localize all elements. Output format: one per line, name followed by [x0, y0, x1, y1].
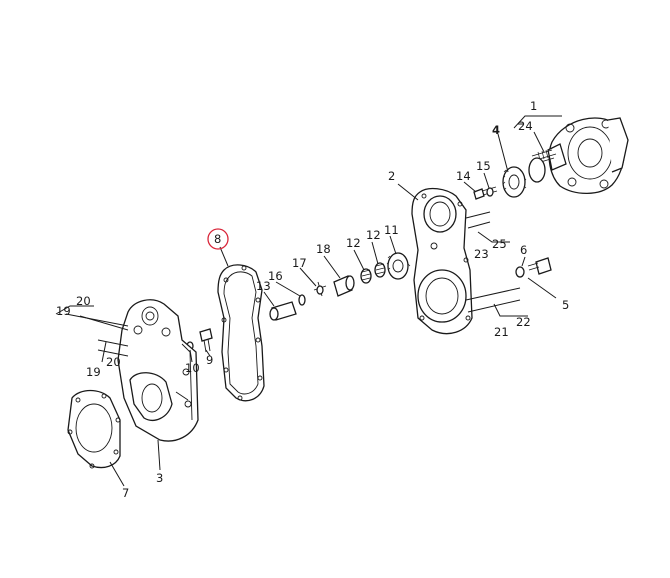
callout-24: 24 [518, 119, 533, 133]
callout-19-upper: 19 [56, 304, 71, 318]
intermediate-plate-part-2 [411, 187, 473, 335]
callout-25: 25 [492, 237, 507, 251]
callout-5: 5 [562, 298, 569, 312]
callout-12-b: 12 [366, 228, 381, 242]
cylinder-part-18 [333, 275, 355, 297]
leader-lines [55, 115, 562, 487]
callout-1: 1 [530, 99, 537, 113]
callout-7: 7 [122, 486, 129, 500]
callout-18: 18 [316, 242, 331, 256]
callout-13: 13 [256, 279, 271, 293]
callout-4: 4 [492, 123, 500, 137]
callout-9: 9 [206, 353, 213, 367]
washer-part-15 [486, 187, 494, 197]
gasket-part-8 [217, 264, 265, 402]
washer-part-6 [515, 266, 525, 278]
callout-23: 23 [474, 247, 489, 261]
o-ring-part-24 [528, 157, 546, 183]
housing-part-3 [117, 299, 199, 442]
callout-8: 8 [214, 232, 221, 246]
pin-part-17 [313, 281, 327, 297]
gear-part-4 [502, 166, 527, 198]
o-ring-part-16 [298, 294, 306, 306]
bolt-part-5 [527, 257, 552, 275]
callout-11: 11 [384, 223, 399, 237]
bolt-part-9 [199, 328, 213, 353]
callout-6: 6 [520, 243, 527, 257]
pump-assembly-part-1 [531, 117, 629, 195]
plug-part-13 [269, 301, 297, 321]
bolt-part-14 [473, 186, 498, 200]
end-gasket-part-7 [67, 389, 121, 469]
callout-15: 15 [476, 159, 491, 173]
callout-17: 17 [292, 256, 307, 270]
callout-14: 14 [456, 169, 471, 183]
callout-20-lower: 20 [106, 355, 121, 369]
callout-12-a: 12 [346, 236, 361, 250]
callout-labels: 1 24 4 15 14 2 25 23 6 5 21 22 8 18 12 1… [56, 99, 569, 500]
spring-part-12 [360, 262, 386, 284]
highlight-circle [207, 228, 229, 250]
callout-3: 3 [156, 471, 163, 485]
gear-part-11 [386, 252, 411, 280]
callout-2: 2 [388, 169, 395, 183]
callout-22: 22 [516, 315, 531, 329]
callout-10: 10 [185, 361, 200, 375]
callout-16: 16 [268, 269, 283, 283]
callout-19-lower: 19 [86, 365, 101, 379]
callout-20-upper: 20 [76, 294, 91, 308]
callout-21: 21 [494, 325, 509, 339]
